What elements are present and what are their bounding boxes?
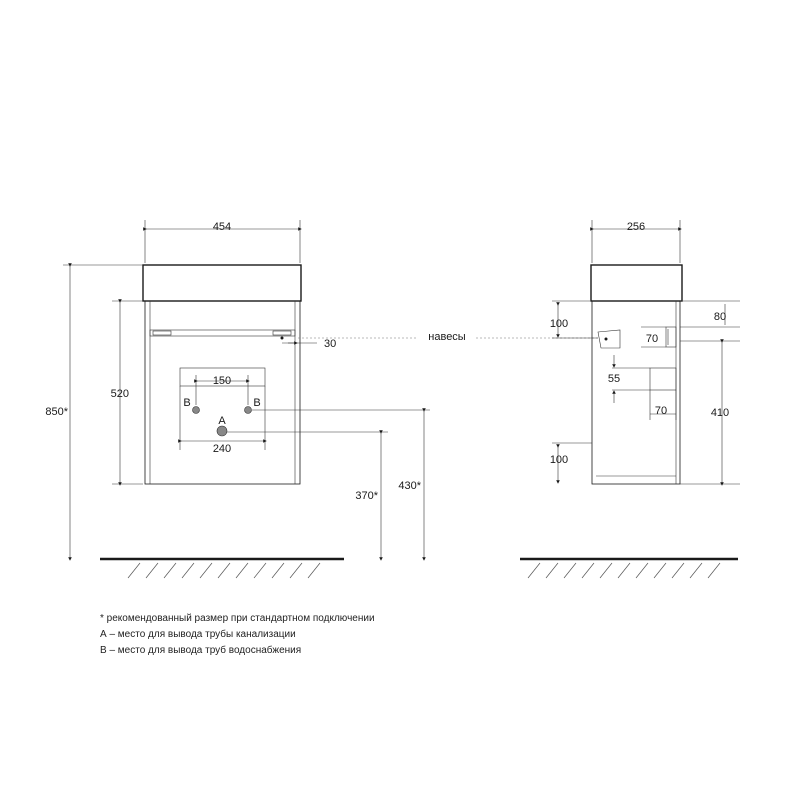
label-a: A: [218, 415, 226, 427]
footnotes: * рекомендованный размер при стандартном…: [100, 611, 375, 659]
dim-430: 430*: [398, 480, 421, 492]
dim-370: 370*: [355, 490, 378, 502]
front-cabinet-body: [144, 300, 301, 485]
dim-80: 80: [714, 311, 726, 323]
dim-30: 30: [324, 338, 336, 350]
floor-hatch-side: [527, 562, 721, 579]
dim-55: 55: [608, 373, 620, 385]
dim-height-850: 850*: [45, 406, 68, 418]
note-b: В – место для вывода труб водоснабжения: [100, 645, 302, 656]
hinges-label: навесы: [428, 331, 466, 343]
hinge-rail: [149, 329, 296, 337]
floor-hatch-front: [127, 562, 321, 579]
dim-width-454: 454: [213, 221, 231, 233]
hinge-bracket: [597, 329, 621, 349]
dim-bottom-100: 100: [550, 454, 568, 466]
dim-70-lower: 70: [655, 405, 667, 417]
hinge-right: [272, 330, 292, 336]
dim-150: 150: [213, 375, 231, 387]
water-outlet-right: [244, 406, 252, 414]
note-recommended: * рекомендованный размер при стандартном…: [100, 613, 375, 624]
dim-top-100: 100: [550, 318, 568, 330]
dim-240: 240: [213, 443, 231, 455]
note-a: А – место для вывода трубы канализации: [100, 629, 296, 640]
mount-bracket-upper: [665, 326, 677, 348]
side-view: 256 100 100 80 70 55 70 4: [520, 220, 740, 579]
side-countertop: [590, 264, 683, 302]
front-view: B B A 454 850* 520 150 240 30 370*: [45, 220, 430, 579]
label-b-left: B: [183, 397, 190, 409]
label-b-right: B: [253, 397, 260, 409]
inner-opening: [179, 367, 266, 387]
dim-depth-256: 256: [627, 221, 645, 233]
front-countertop: [142, 264, 302, 302]
dim-410: 410: [711, 407, 729, 419]
mount-bracket-lower: [649, 367, 677, 391]
dim-70-upper: 70: [646, 333, 658, 345]
water-outlet-left: [192, 406, 200, 414]
dim-body-520: 520: [111, 388, 129, 400]
side-cabinet-body: [591, 300, 681, 485]
drain-outlet: [216, 425, 228, 437]
hinge-left: [152, 330, 172, 336]
